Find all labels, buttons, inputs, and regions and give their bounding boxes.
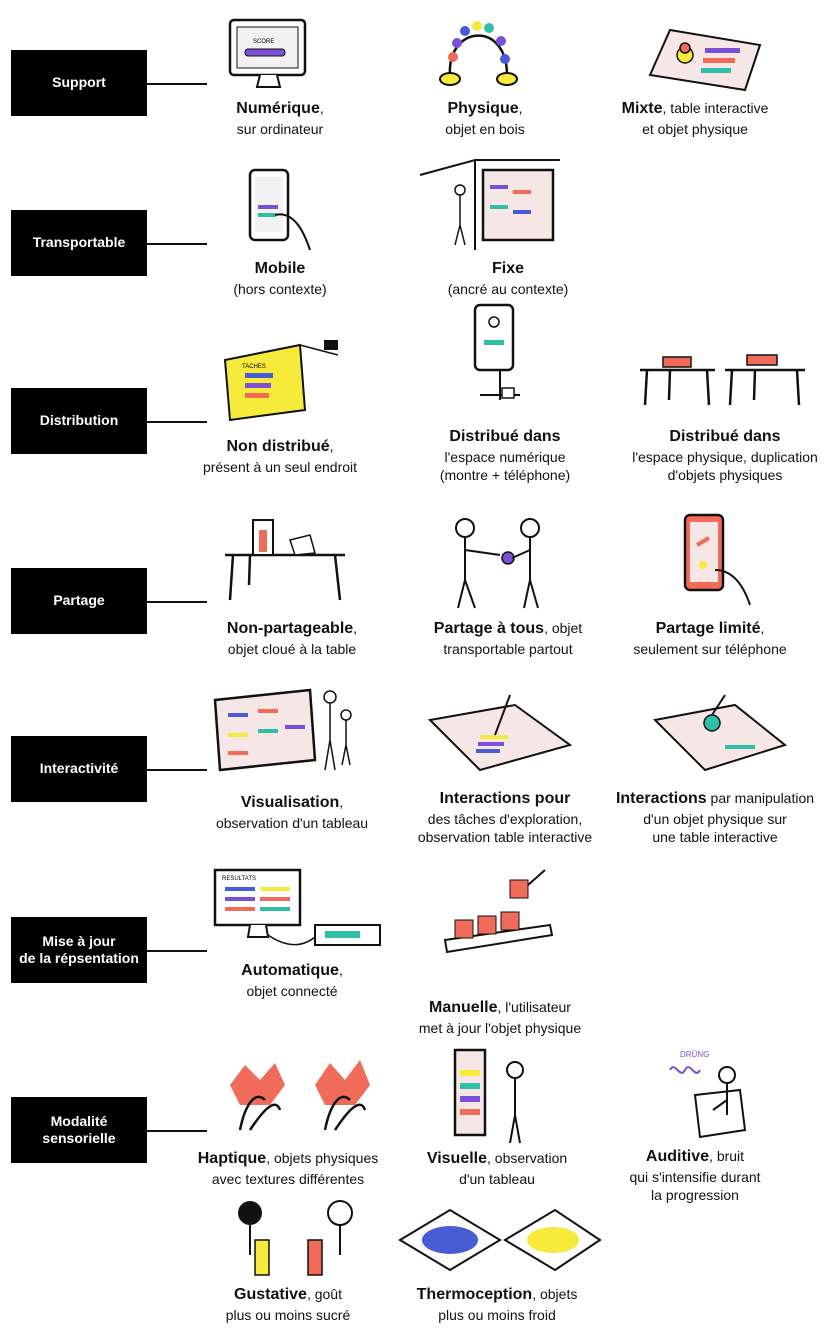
row-label-partage: Partage: [11, 568, 147, 634]
caption-automatique: Automatique,objet connecté: [241, 962, 343, 999]
haptic-hands-illustration: [230, 1060, 370, 1131]
wooden-object-illustration: [439, 21, 518, 86]
connector-line: [147, 601, 207, 603]
connector-line: [147, 1130, 207, 1132]
nailed-table-illustration: [225, 519, 345, 601]
visual-tableau-illustration: [453, 1048, 524, 1144]
caption-fixe: Fixe(ancré au contexte): [447, 260, 569, 297]
caption-visualisation: Visualisation,observation d'un tableau: [215, 794, 369, 831]
auditive-illustration: DRÜNG: [669, 1050, 747, 1139]
mobile-illustration: [248, 168, 311, 251]
connector-line: [147, 421, 207, 423]
connector-line: [147, 243, 207, 245]
mixed-table-illustration: [648, 28, 762, 92]
row-label-support: Support: [11, 50, 147, 116]
limited-phone-illustration: [683, 513, 751, 606]
computer-illustration: SCORE: [228, 18, 307, 88]
caption-numerique: Numérique,sur ordinateur: [236, 100, 324, 137]
tasks-text: TACHES: [242, 364, 266, 370]
drung-text: DRÜNG: [680, 1050, 709, 1059]
row-label-interactivite: Interactivité: [11, 736, 147, 802]
results-text: RESULTATS: [222, 876, 256, 882]
connected-object-illustration: RESULTATS: [213, 868, 381, 946]
connector-line: [147, 769, 207, 771]
score-text: SCORE: [253, 39, 274, 45]
watch-phone-illustration: [473, 303, 520, 400]
board-illustration: [213, 688, 352, 772]
row-label-transportable: Transportable: [11, 210, 147, 276]
interactive-table-illustration: [427, 694, 573, 772]
caption-mobile: Mobile(hors contexte): [233, 260, 327, 297]
caption-non-partageable: Non-partageable,objet cloué à la table: [226, 620, 358, 657]
row-label-distribution: Distribution: [11, 388, 147, 454]
caption-physique: Physique,objet en bois: [445, 100, 525, 137]
sharing-people-illustration: [455, 518, 540, 609]
thermoception-illustration: [398, 1208, 602, 1272]
manipulation-table-illustration: [652, 694, 788, 772]
two-tables-illustration: [640, 354, 805, 406]
connector-line: [147, 950, 207, 952]
connector-line: [147, 83, 207, 85]
caption-non-distribue: Non distribué,présent à un seul endroit: [202, 438, 358, 475]
caption-partage-limite: Partage limité,seulement sur téléphone: [633, 620, 787, 657]
gustative-illustration: [238, 1200, 353, 1276]
manual-blocks-illustration: [443, 869, 554, 954]
fixed-screen-illustration: [419, 158, 560, 250]
projection-illustration: TACHES: [223, 340, 339, 422]
